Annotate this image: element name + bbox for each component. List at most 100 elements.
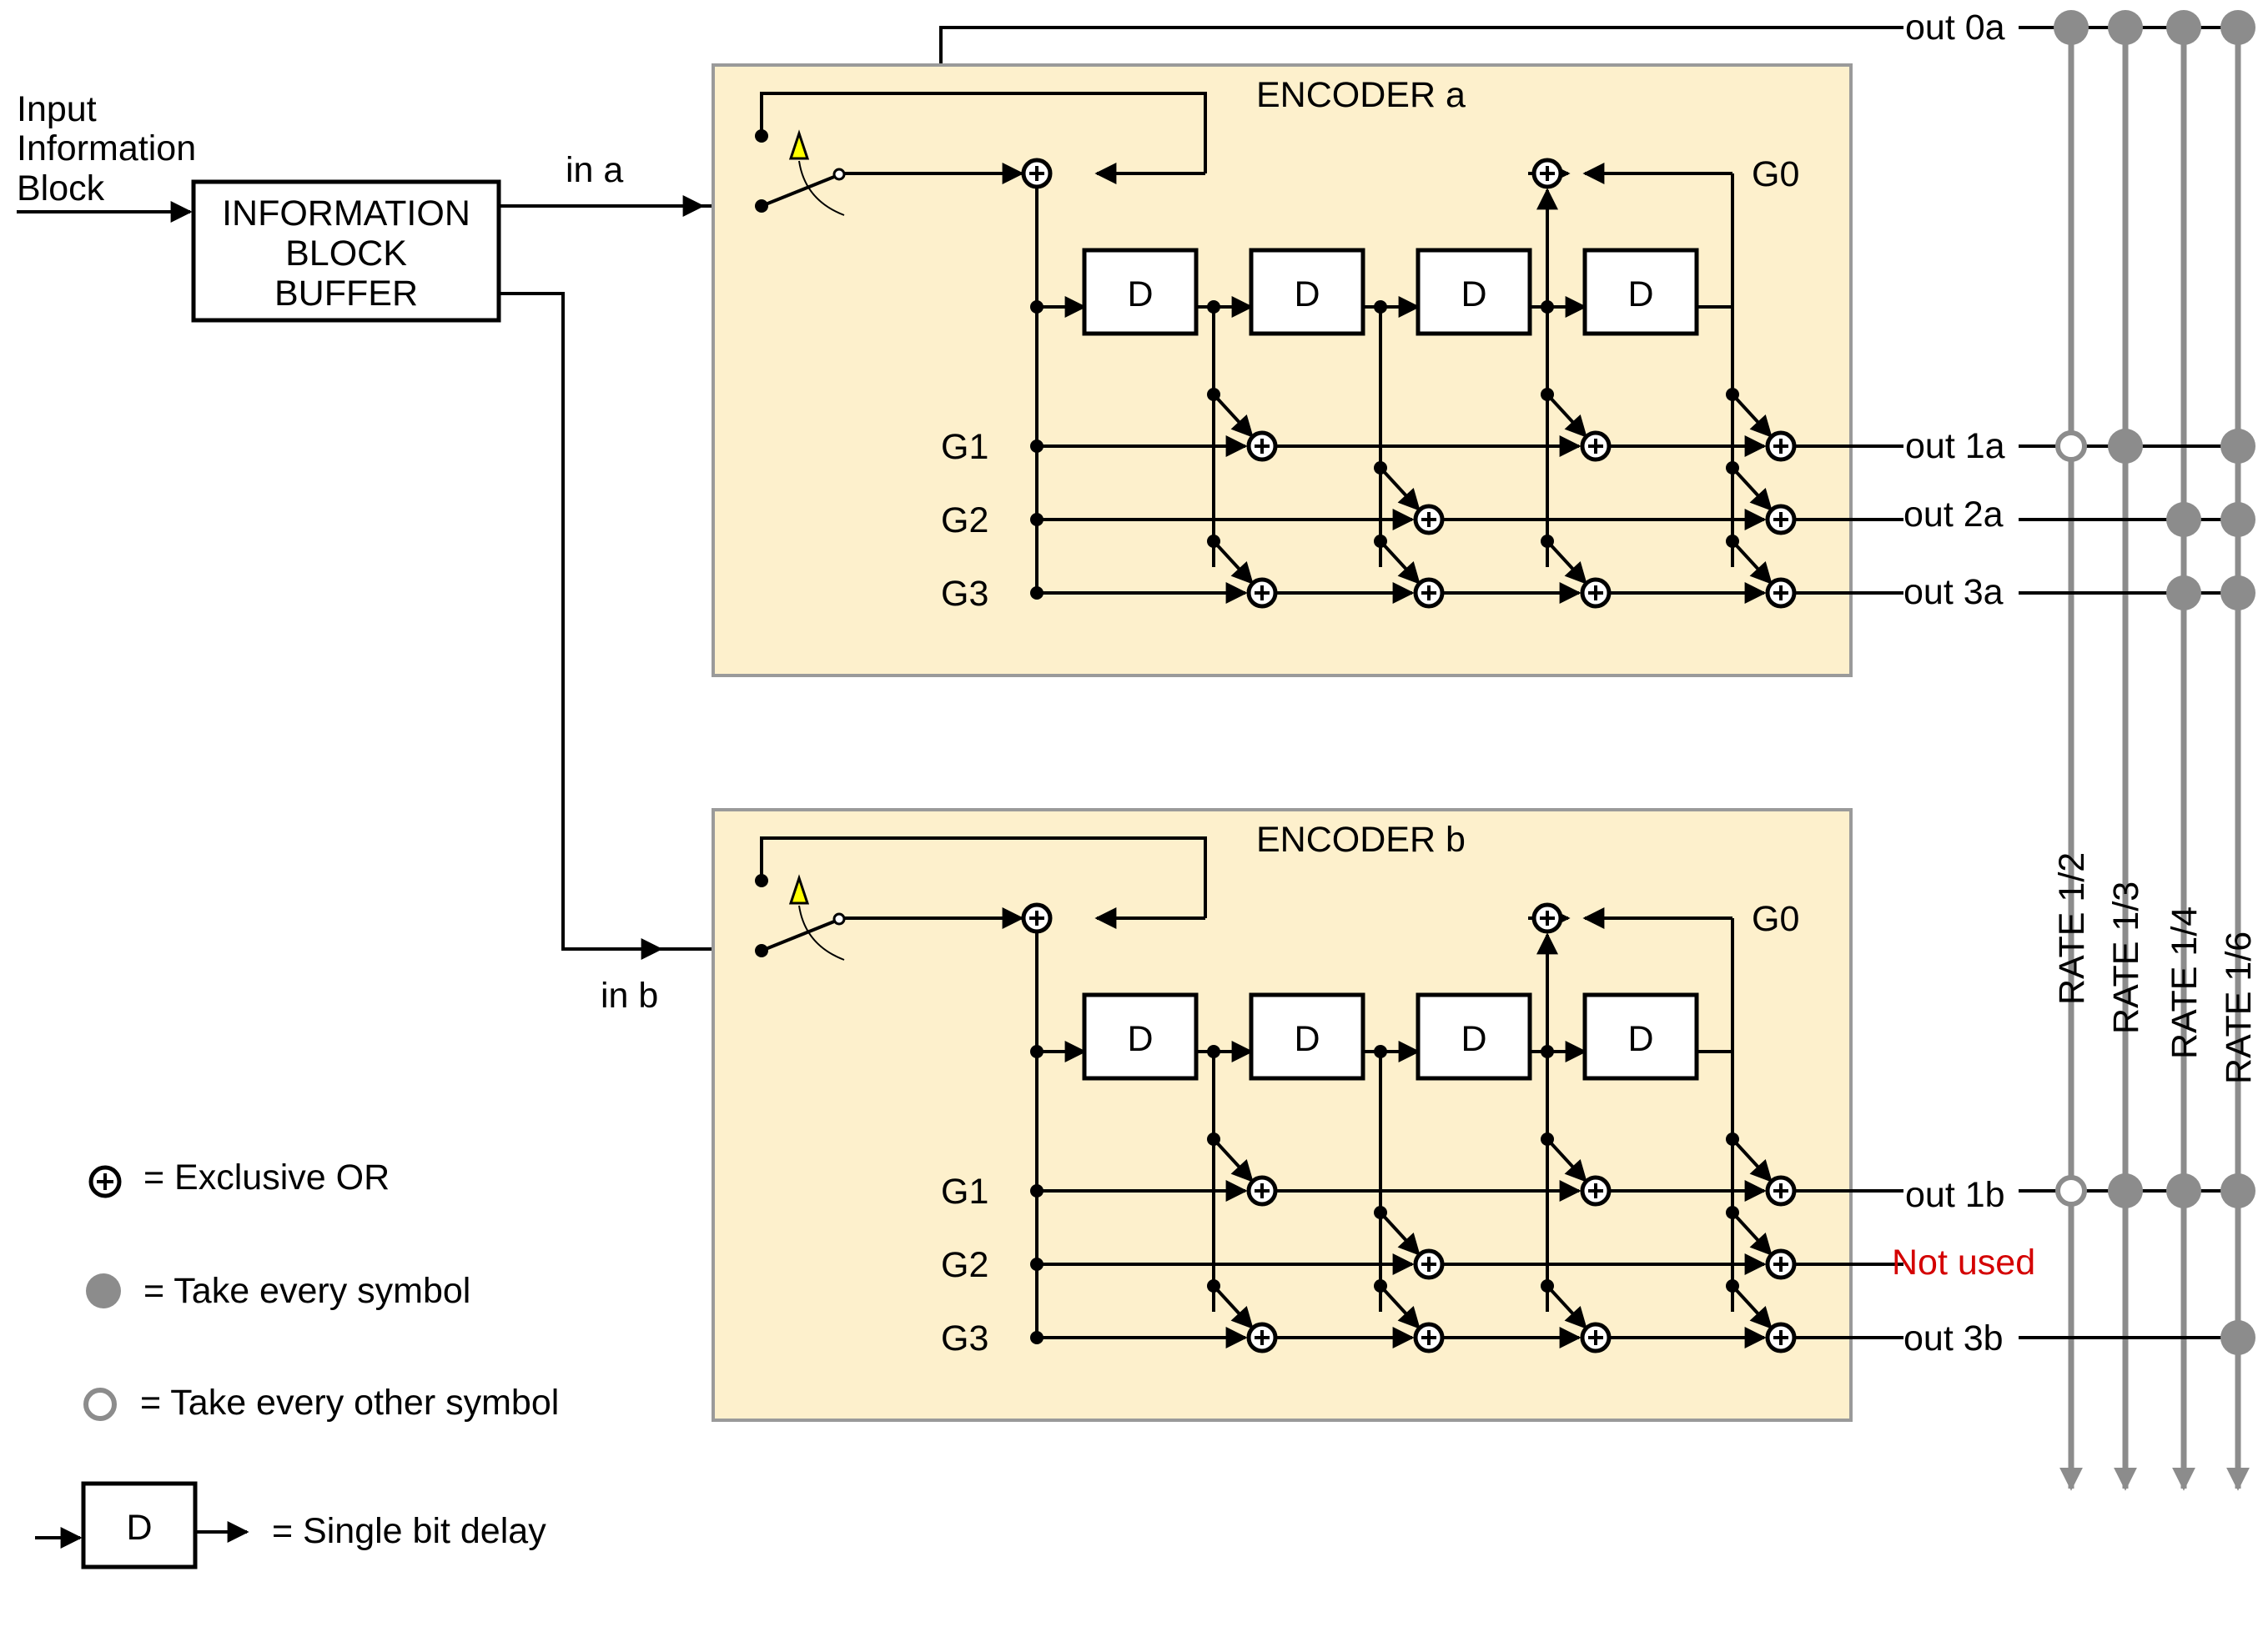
rate-label-1: RATE 1/2 — [2052, 852, 2092, 1005]
take-every-symbol-dot — [2220, 429, 2255, 464]
g0-label: G0 — [1752, 154, 1799, 194]
xor-gate — [1580, 1322, 1612, 1353]
out-1a-label: out 1a — [1905, 426, 2005, 466]
g2-label: G2 — [941, 500, 988, 540]
delay-box-label-1: D — [1127, 274, 1153, 314]
in-a-label: in a — [566, 150, 623, 190]
take-every-symbol-dot — [2220, 502, 2255, 537]
delay-box-4 — [1582, 248, 1699, 336]
g1-label: G1 — [941, 427, 988, 467]
xor-legend-symbol — [88, 1165, 122, 1198]
output-labels-a: out 0a out 1a out 2a out 3a — [1903, 8, 2005, 612]
out-3b-label: out 3b — [1903, 1318, 2004, 1358]
xor-gate — [1580, 430, 1612, 462]
out-1b-label: out 1b — [1905, 1175, 2005, 1215]
switch-indicator-icon — [788, 129, 810, 160]
delay-box-4 — [1582, 992, 1699, 1081]
switch-contact — [832, 168, 846, 181]
delay-box-1 — [1082, 248, 1199, 336]
encoder-panel — [712, 808, 1853, 1422]
legend: = Exclusive OR = Take every symbol = Tak… — [35, 1157, 559, 1569]
delay-box-3 — [1416, 992, 1532, 1081]
xor-gate — [1580, 1175, 1612, 1207]
take-every-other-legend-dot — [83, 1388, 117, 1421]
rate-label-2: RATE 1/3 — [2106, 881, 2146, 1034]
xor-gate — [1531, 158, 1563, 189]
rate-label-3: RATE 1/4 — [2165, 906, 2205, 1059]
in-b-label: in b — [601, 976, 658, 1016]
xor-gate — [1021, 902, 1053, 934]
take-every-symbol-dot — [2054, 10, 2089, 45]
take-every-symbol-dot — [2108, 1173, 2143, 1208]
encoder-panel — [712, 63, 1853, 677]
take-every-symbol-dot — [2166, 10, 2201, 45]
switch-indicator-icon — [788, 874, 810, 905]
xor-gate — [1531, 902, 1563, 934]
delay-box-label-2: D — [1294, 274, 1320, 314]
xor-gate — [1413, 577, 1445, 609]
switch-arm — [761, 920, 835, 952]
xor-gate — [1246, 1175, 1278, 1207]
encoder-title: ENCODER a — [1256, 75, 1466, 115]
take-every-other-symbol-dot — [2055, 1175, 2087, 1207]
out-3a-label: out 3a — [1903, 572, 2004, 612]
take-every-symbol-dot — [2166, 575, 2201, 610]
take-every-symbol-dot — [2166, 502, 2201, 537]
output-labels-b: out 1b Not used out 3b — [1892, 1175, 2035, 1358]
rate-label-4: RATE 1/6 — [2219, 932, 2259, 1084]
switch-contact — [832, 912, 846, 926]
xor-legend-text: = Exclusive OR — [143, 1157, 390, 1198]
rate-bus: RATE 1/2 RATE 1/3 RATE 1/4 RATE 1/6 — [2019, 10, 2259, 1491]
delay-box-label-3: D — [1461, 274, 1486, 314]
in-b-wire — [499, 292, 659, 951]
not-used-label: Not used — [1892, 1243, 2035, 1283]
out-0a-label: out 0a — [1905, 8, 2005, 48]
buffer-label-line-1: INFORMATION — [222, 193, 470, 234]
delay-box-2 — [1249, 992, 1365, 1081]
take-every-symbol-legend-text: = Take every symbol — [143, 1271, 470, 1311]
take-every-symbol-dot — [2220, 575, 2255, 610]
xor-gate — [1413, 1322, 1445, 1353]
switch-throw-arc — [798, 905, 845, 961]
take-every-symbol-dot — [2108, 429, 2143, 464]
g2-label: G2 — [941, 1245, 988, 1285]
delay-box-label-3: D — [1461, 1019, 1486, 1059]
take-every-other-symbol-dot — [2055, 430, 2087, 462]
buffer-label-line-3: BUFFER — [274, 274, 418, 314]
take-every-other-legend-text: = Take every other symbol — [140, 1383, 559, 1423]
g3-label: G3 — [941, 574, 988, 614]
out-2a-label: out 2a — [1903, 495, 2004, 535]
switch-throw-arc — [798, 160, 845, 216]
take-every-symbol-dot — [2220, 1173, 2255, 1208]
xor-gate — [1246, 577, 1278, 609]
delay-box-label-1: D — [1127, 1019, 1153, 1059]
delay-box-2 — [1249, 248, 1365, 336]
take-every-symbol-dot — [2220, 10, 2255, 45]
delay-legend-box — [81, 1481, 198, 1569]
xor-gate — [1765, 1322, 1797, 1353]
take-every-symbol-dot — [2166, 1173, 2201, 1208]
delay-box-label-4: D — [1627, 274, 1653, 314]
information-block-buffer: INFORMATION BLOCK BUFFER — [191, 179, 501, 323]
xor-gate — [1765, 1248, 1797, 1280]
g1-label: G1 — [941, 1172, 988, 1212]
buffer-label-line-2: BLOCK — [285, 234, 407, 274]
delay-box-3 — [1416, 248, 1532, 336]
take-every-symbol-dot — [2220, 1320, 2255, 1355]
xor-gate — [1413, 504, 1445, 535]
take-every-symbol-dot — [2108, 10, 2143, 45]
xor-gate — [1021, 158, 1053, 189]
delay-legend-box-label: D — [126, 1508, 152, 1548]
xor-gate — [1765, 577, 1797, 609]
xor-gate — [1765, 1175, 1797, 1207]
xor-gate — [1246, 1322, 1278, 1353]
xor-gate — [1246, 430, 1278, 462]
delay-box-label-4: D — [1627, 1019, 1653, 1059]
input-label-line-1: Input — [17, 89, 97, 129]
input-label-line-3: Block — [17, 168, 105, 208]
encoder-title: ENCODER b — [1256, 820, 1466, 860]
